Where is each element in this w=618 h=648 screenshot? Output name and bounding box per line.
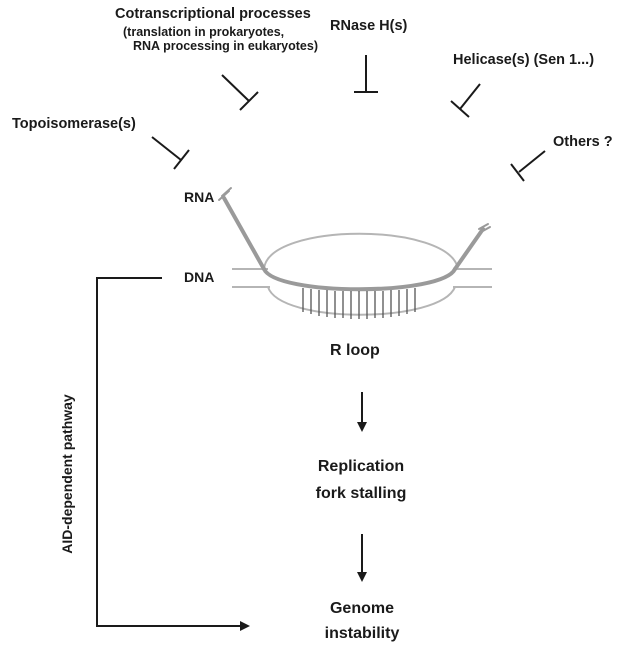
helicase-label: Helicase(s) (Sen 1...) [453, 52, 594, 69]
aid-pathway-label-container: AID-dependent pathway [56, 352, 78, 595]
others-inhibition-symbol [511, 151, 545, 181]
rna-tail-right [455, 229, 483, 269]
topoisomerase-label: Topoisomerase(s) [12, 116, 136, 133]
cotranscriptional-title: Cotranscriptional processes [115, 6, 318, 23]
rnase-inhibition-symbol [354, 55, 378, 92]
replication-fork-stalling-label: Replication fork stalling [308, 458, 414, 504]
aid-pathway-label: AID-dependent pathway [59, 394, 75, 553]
cotranscriptional-subtitle-2: RNA processing in eukaryotes) [133, 39, 318, 53]
genome-line-1: Genome [317, 600, 407, 618]
genome-instability-label: Genome instability [317, 600, 407, 644]
rna-hybrid-segment [264, 269, 455, 289]
cotranscriptional-label: Cotranscriptional processes (translation… [115, 6, 318, 53]
dna-label: DNA [184, 269, 214, 285]
rna-tail-left [224, 198, 264, 269]
inhibition-symbols [152, 55, 545, 181]
rna-label: RNA [184, 189, 214, 205]
cotranscriptional-inhibition-symbol [222, 75, 258, 110]
replication-line-1: Replication [308, 458, 414, 476]
rna-dna-hybrid-bars [303, 288, 415, 319]
cotranscriptional-subtitle-1: (translation in prokaryotes, [123, 25, 318, 39]
aid-pathway-bracket [97, 278, 248, 626]
displaced-dna-strand [264, 234, 458, 269]
helicase-inhibition-symbol [451, 84, 480, 117]
rnase-label: RNase H(s) [330, 18, 407, 35]
others-label: Others ? [553, 134, 613, 151]
replication-line-2: fork stalling [308, 485, 414, 503]
r-loop-label: R loop [330, 342, 380, 360]
topoisomerase-inhibition-symbol [152, 137, 189, 169]
genome-line-2: instability [317, 625, 407, 643]
rna-strand [219, 188, 490, 289]
